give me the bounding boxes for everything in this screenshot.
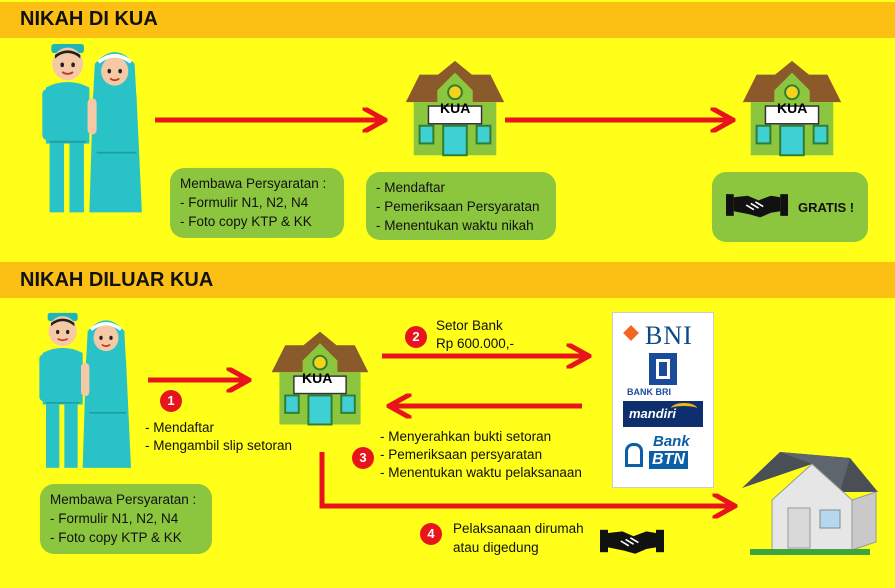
gratis-label: GRATIS ! bbox=[798, 200, 855, 215]
requirements-box: Membawa Persyaratan : - Formulir N1, N2,… bbox=[40, 484, 212, 554]
step4-item: Pelaksanaan dirumah bbox=[453, 521, 584, 536]
process-item: - Pemeriksaan Persyaratan bbox=[376, 199, 540, 214]
step1-item: - Mengambil slip setoran bbox=[145, 438, 293, 453]
requirements-box: Membawa Persyaratan : - Formulir N1, N2,… bbox=[170, 168, 344, 238]
section-title: NIKAH DILUAR KUA bbox=[20, 269, 214, 291]
arrow-step4 bbox=[319, 452, 730, 506]
kua-building: KUA bbox=[262, 330, 378, 430]
flow-arrows-section1 bbox=[155, 0, 895, 260]
step-number-4: 4 bbox=[420, 523, 442, 545]
step1-item: - Mendaftar bbox=[145, 420, 215, 435]
bni-mark-icon bbox=[623, 325, 639, 341]
requirement-item: - Formulir N1, N2, N4 bbox=[50, 511, 179, 526]
bni-text: BNI bbox=[645, 321, 693, 350]
step-number-2: 2 bbox=[405, 326, 427, 348]
section-header-nikah-diluar-kua bbox=[0, 262, 895, 298]
requirements-heading: Membawa Persyaratan : bbox=[180, 176, 327, 191]
step3-item: - Menentukan waktu pelaksanaan bbox=[380, 465, 582, 480]
requirements-heading: Membawa Persyaratan : bbox=[50, 492, 197, 507]
bni-logo: BNI bbox=[623, 321, 707, 350]
kua-building-ceremony: KUA bbox=[733, 60, 851, 160]
bri-text: BANK BRI bbox=[627, 387, 671, 397]
kua-label: KUA bbox=[302, 370, 333, 386]
requirement-item: - Foto copy KTP & KK bbox=[180, 214, 312, 229]
kua-label: KUA bbox=[440, 100, 471, 116]
mandiri-logo: mandiri bbox=[623, 401, 703, 427]
section-title: NIKAH DI KUA bbox=[20, 8, 158, 30]
step2-label: Setor Bank bbox=[436, 318, 503, 333]
requirement-item: - Foto copy KTP & KK bbox=[50, 530, 182, 545]
handshake-icon bbox=[600, 522, 664, 560]
step2-amount: Rp 600.000,- bbox=[436, 336, 515, 351]
btn-mark-icon bbox=[625, 443, 643, 467]
kua-building-registration: KUA bbox=[396, 60, 514, 160]
bri-logo-mark-icon bbox=[649, 353, 677, 385]
bank-logos-panel: BNI BANK BRI mandiri Bank BTN bbox=[612, 312, 714, 488]
step3-item: - Pemeriksaan persyaratan bbox=[380, 447, 543, 462]
step3-item: - Menyerahkan bukti setoran bbox=[380, 429, 552, 444]
house-illustration bbox=[742, 452, 878, 555]
section-header-nikah-di-kua bbox=[0, 2, 895, 38]
step-number-1: 1 bbox=[160, 390, 182, 412]
kua-label: KUA bbox=[777, 100, 808, 116]
kua-process-box: - Mendaftar - Pemeriksaan Persyaratan - … bbox=[366, 172, 556, 240]
step-number-3: 3 bbox=[352, 447, 374, 469]
requirement-item: - Formulir N1, N2, N4 bbox=[180, 195, 309, 210]
step4-item: atau digedung bbox=[453, 540, 539, 555]
process-item: - Menentukan waktu nikah bbox=[376, 218, 534, 233]
process-item: - Mendaftar bbox=[376, 180, 446, 195]
gratis-box: GRATIS ! bbox=[712, 172, 868, 242]
btn-logo: Bank BTN bbox=[625, 433, 705, 477]
